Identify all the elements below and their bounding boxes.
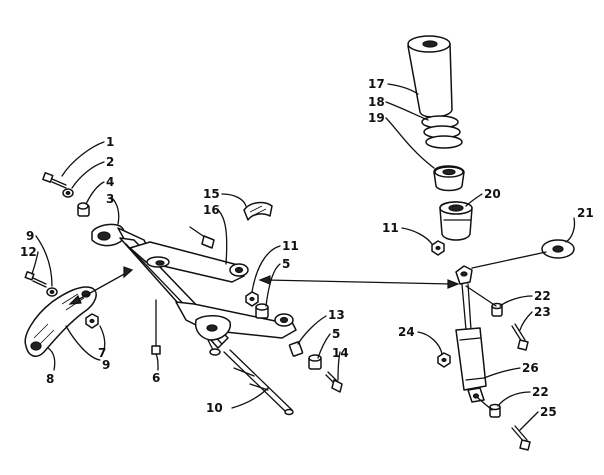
callout-12: 12 <box>20 245 37 259</box>
part-13-sleeve <box>288 341 304 357</box>
callout-6: 6 <box>152 371 160 385</box>
lower-arm <box>175 301 297 356</box>
callout-20: 20 <box>484 187 501 201</box>
part-21-washer <box>541 239 575 259</box>
callout-23: 23 <box>534 305 551 319</box>
part-5-spacer-mid <box>255 303 269 319</box>
part-19-collar <box>433 165 465 192</box>
part-16-fitting <box>189 226 215 249</box>
callout-8: 8 <box>46 372 54 386</box>
callout-18: 18 <box>368 95 385 109</box>
part-6-fitting <box>151 299 161 355</box>
callout-15: 15 <box>203 187 220 201</box>
callout-17: 17 <box>368 77 385 91</box>
part-18-spring <box>421 115 463 149</box>
callout-7: 7 <box>98 346 106 360</box>
callout-26: 26 <box>522 361 539 375</box>
callout-25: 25 <box>540 405 557 419</box>
callout-16: 16 <box>203 203 220 217</box>
callout-1: 1 <box>106 135 114 149</box>
part-22-spacer-lower <box>489 403 501 418</box>
part-10-rod <box>223 349 294 416</box>
part-8-bracket <box>24 286 97 357</box>
part-7-nut <box>85 313 99 329</box>
upper-arm <box>129 241 249 283</box>
part-11-nut-right <box>431 240 445 256</box>
callout-22-upper: 22 <box>534 289 551 303</box>
right-assembly-lines <box>465 251 547 411</box>
callout-5-lower: 5 <box>332 327 340 341</box>
assembly-arrows <box>68 266 460 305</box>
callout-13: 13 <box>328 308 345 322</box>
part-4-bushing <box>77 202 90 217</box>
callout-9-lower: 9 <box>102 358 110 372</box>
part-9-washer-a <box>46 287 58 297</box>
part-1-bolt <box>42 172 67 189</box>
leader-lines <box>31 83 576 431</box>
part-26-shock <box>455 265 487 403</box>
part-20-cup <box>439 201 473 241</box>
callout-24: 24 <box>398 325 415 339</box>
callout-3: 3 <box>106 192 114 206</box>
part-17-boot <box>407 35 453 118</box>
callout-4: 4 <box>106 175 114 189</box>
part-11-nut-left <box>245 291 259 307</box>
callout-9-upper: 9 <box>26 229 34 243</box>
part-2-washer <box>62 188 74 198</box>
callout-11-right: 11 <box>382 221 399 235</box>
callout-19: 19 <box>368 111 385 125</box>
callout-21: 21 <box>577 206 594 220</box>
callout-14: 14 <box>332 346 349 360</box>
callout-labels: 1 2 4 3 15 16 9 12 11 5 13 5 14 7 8 9 6 … <box>20 77 594 419</box>
callout-11-left: 11 <box>282 239 299 253</box>
part-12-bolt <box>24 271 47 288</box>
part-24-nut <box>437 352 451 368</box>
callout-2: 2 <box>106 155 114 169</box>
part-15-clip <box>243 201 273 221</box>
part-25-bolt <box>511 425 531 451</box>
part-23-bolt <box>511 323 529 351</box>
callout-10: 10 <box>206 401 223 415</box>
callout-5-upper: 5 <box>282 257 290 271</box>
part-5-spacer-low <box>308 354 322 370</box>
part-14-bolt <box>325 371 343 393</box>
callout-22-lower: 22 <box>532 385 549 399</box>
